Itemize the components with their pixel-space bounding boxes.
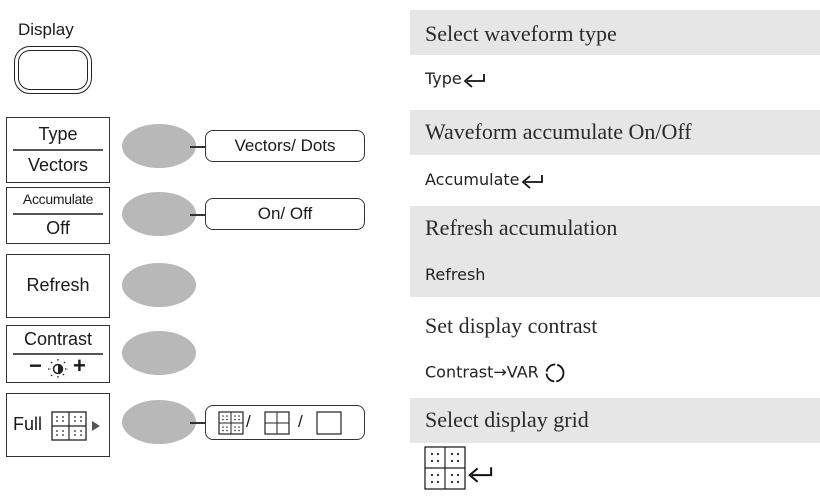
connector-line [190,146,206,148]
key-sequence-refresh: Refresh [425,265,486,284]
description-row-bg [410,110,820,155]
option-vectors-dots: Vectors/ Dots [205,130,365,162]
full-grid-icon [218,411,244,435]
description-row-bg [410,398,820,443]
softkey-3[interactable] [122,263,196,307]
grid-separator: / [246,412,251,431]
key-sequence-type: Type [425,69,488,88]
frame-grid-icon [316,411,342,435]
softkey-2[interactable] [122,192,196,236]
menu-divider [13,149,103,151]
key-accumulate-label: Accumulate [425,170,520,189]
enter-return-icon [521,174,543,189]
menu-full-title: Full [13,414,43,434]
description-row-bg [410,206,820,251]
grid-separator: / [298,412,303,431]
menu-accumulate-value: Off [46,218,70,238]
key-row-bg [410,251,820,297]
display-key-label: Display [18,20,74,39]
enter-return-icon [463,73,485,88]
connector-line [190,214,206,216]
description-accumulate: Waveform accumulate On/Off [425,119,692,144]
menu-contrast-title: Contrast [23,329,93,349]
softkey-1[interactable] [122,124,196,168]
key-sequence-accumulate: Accumulate [425,170,546,189]
description-refresh: Refresh accumulation [425,215,618,240]
description-contrast: Set display contrast [425,313,598,338]
menu-accumulate-title: Accumulate [22,191,94,207]
softkey-5[interactable] [122,400,196,444]
full-grid-icon [424,446,466,490]
key-sequence-grid [424,446,496,490]
contrast-sun-icon [48,359,68,379]
minus-icon: − [29,353,42,378]
option-on-off: On/ Off [205,198,365,230]
connector-line [190,422,206,424]
cross-grid-icon [264,411,290,435]
menu-type-value: Vectors [27,155,89,175]
key-contrast-label: Contrast→VAR [425,362,539,382]
menu-type-title: Type [38,124,78,144]
menu-contrast-symbols: − + [7,353,109,380]
menu-accumulate: Accumulate Off [6,187,110,244]
plus-icon: + [73,353,86,378]
menu-full: Full [6,393,110,457]
menu-divider [13,213,103,215]
description-waveform-type: Select waveform type [425,21,617,46]
key-type-label: Type [425,69,462,88]
menu-type: Type Vectors [6,117,110,183]
menu-contrast: Contrast − + [6,325,110,383]
key-sequence-contrast: Contrast→VAR [425,362,566,384]
play-arrow-icon [92,421,100,431]
variable-knob-icon [545,363,565,383]
description-row-bg [410,10,820,55]
menu-divider [13,353,103,355]
full-grid-icon [51,411,87,441]
display-key[interactable] [14,46,92,94]
enter-return-icon [468,467,493,483]
menu-refresh: Refresh [6,254,110,318]
menu-refresh-title: Refresh [26,275,90,295]
option-grid-types: / / [205,405,365,440]
description-grid: Select display grid [425,407,589,432]
softkey-4[interactable] [122,331,196,375]
